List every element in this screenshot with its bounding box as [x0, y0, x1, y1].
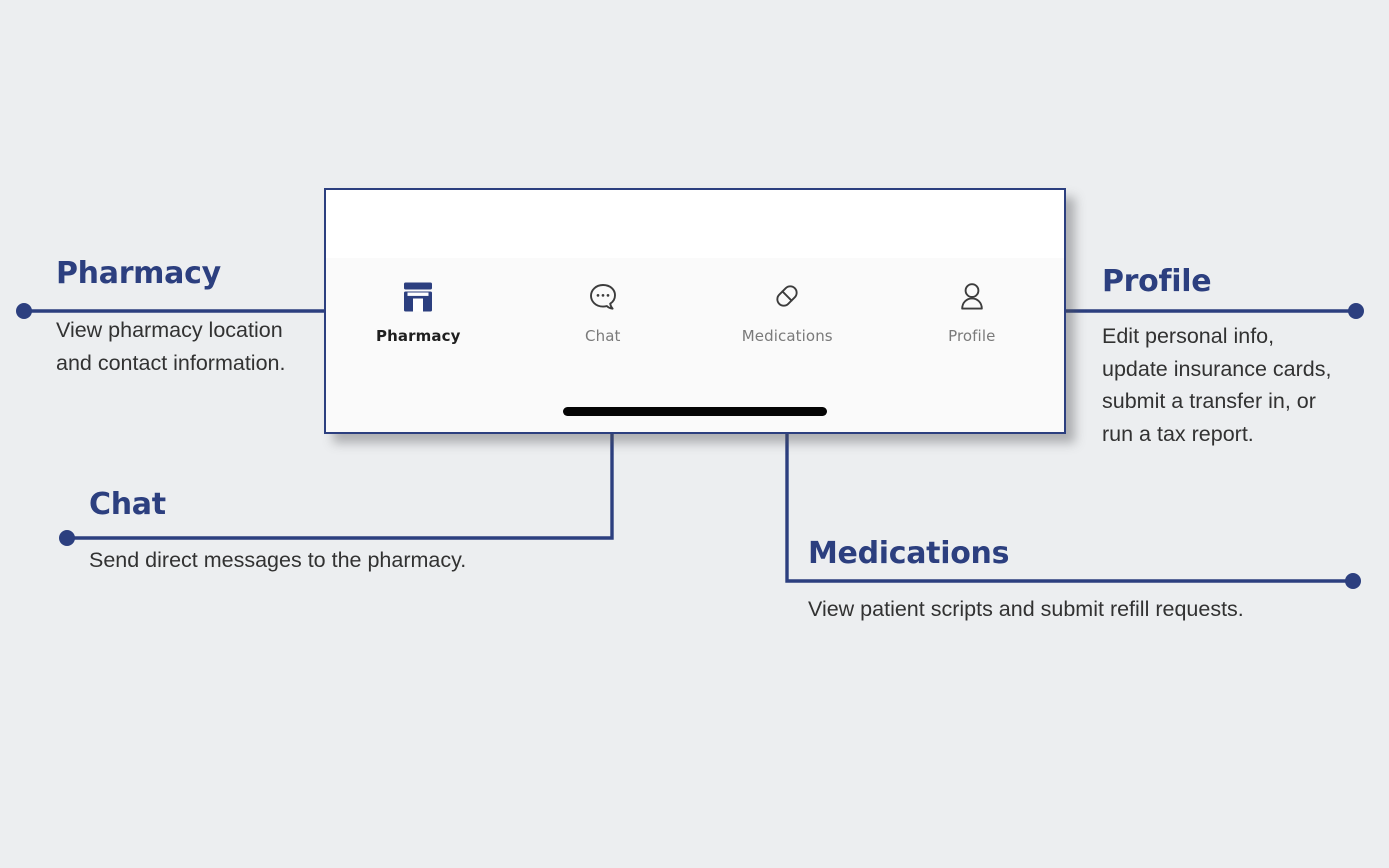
- callout-profile: Profile Edit personal info, update insur…: [1102, 267, 1352, 451]
- home-indicator-bar[interactable]: [563, 407, 827, 416]
- bottom-tab-bar[interactable]: Pharmacy Chat: [326, 258, 1064, 432]
- tab-medications[interactable]: Medications: [695, 274, 880, 345]
- tab-label-medications: Medications: [741, 327, 833, 345]
- callout-pharmacy: Pharmacy View pharmacy location and cont…: [56, 259, 356, 379]
- callout-title-medications: Medications: [808, 536, 1010, 571]
- connector-dot-chat: [59, 530, 75, 546]
- storefront-icon: [398, 274, 438, 318]
- callout-medications: Medications View patient scripts and sub…: [808, 539, 1368, 626]
- callout-title-profile: Profile: [1102, 264, 1212, 299]
- pill-capsule-icon: [767, 274, 807, 318]
- phone-screen-content-area: [326, 190, 1064, 258]
- tab-label-pharmacy: Pharmacy: [376, 327, 461, 345]
- callout-title-pharmacy: Pharmacy: [56, 256, 221, 291]
- tab-pharmacy[interactable]: Pharmacy: [326, 274, 511, 345]
- callout-body-profile: Edit personal info, update insurance car…: [1102, 324, 1332, 447]
- callout-body-medications: View patient scripts and submit refill r…: [808, 597, 1244, 621]
- callout-body-chat: Send direct messages to the pharmacy.: [89, 548, 467, 572]
- phone-preview-card: Pharmacy Chat: [324, 188, 1066, 434]
- person-icon: [952, 274, 992, 318]
- tab-label-profile: Profile: [948, 327, 996, 345]
- callout-chat: Chat Send direct messages to the pharmac…: [89, 490, 609, 577]
- callout-body-pharmacy: View pharmacy location and contact infor…: [56, 318, 286, 375]
- tab-profile[interactable]: Profile: [880, 274, 1065, 345]
- connector-dot-pharmacy: [16, 303, 32, 319]
- tab-label-chat: Chat: [585, 327, 621, 345]
- tab-chat[interactable]: Chat: [511, 274, 696, 345]
- callout-title-chat: Chat: [89, 487, 166, 522]
- chat-bubble-icon: [583, 274, 623, 318]
